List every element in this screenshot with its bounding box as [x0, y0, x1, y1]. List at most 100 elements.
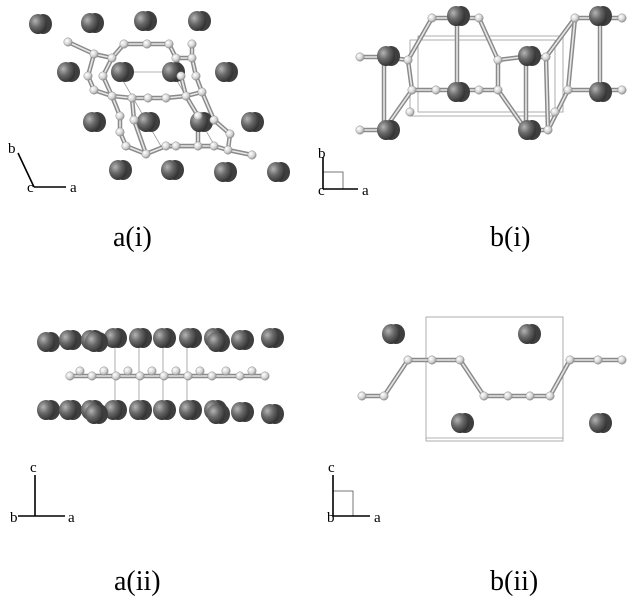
axis-label-a: a	[362, 183, 369, 199]
heavy-atom	[518, 120, 536, 140]
light-atom	[427, 355, 437, 365]
unit-cell-b-ii	[425, 316, 564, 442]
panel-a-i: b c a a(i)	[8, 11, 290, 253]
axis-label-b: b	[327, 510, 335, 526]
light-atom	[121, 141, 131, 151]
axis-label-b: b	[8, 141, 16, 157]
light-atom	[171, 141, 181, 151]
light-atom	[123, 366, 133, 376]
bond-highlight	[549, 359, 571, 397]
light-atom	[541, 52, 551, 62]
heavy-atom	[137, 112, 155, 132]
axis-label-c: c	[328, 460, 335, 476]
heavy-atom	[37, 332, 55, 352]
light-atom	[493, 85, 503, 95]
light-atom	[197, 87, 207, 97]
light-atom	[247, 366, 257, 376]
light-atom	[89, 85, 99, 95]
caption-a-i: a(i)	[113, 222, 152, 253]
heavy-atoms-a-ii	[37, 328, 284, 424]
light-atom	[183, 371, 193, 381]
bond-highlight	[201, 91, 215, 121]
light-atom	[209, 141, 219, 151]
heavy-atom	[153, 328, 171, 348]
axis-label-a: a	[68, 510, 75, 526]
heavy-atom	[161, 160, 179, 180]
light-atom	[159, 371, 169, 381]
heavy-atom	[377, 120, 395, 140]
axis-label-c: c	[27, 180, 34, 196]
bond-highlight	[545, 17, 576, 58]
light-atom	[142, 39, 152, 49]
panel-b-i: b c a b(i)	[318, 6, 627, 253]
axis-label-b: b	[10, 510, 18, 526]
heavy-atom	[111, 62, 129, 82]
light-atom	[617, 355, 627, 365]
heavy-atom	[81, 13, 99, 33]
light-atom	[563, 85, 573, 95]
light-atom	[147, 366, 157, 376]
light-atom	[171, 53, 181, 63]
bonds-b-i	[357, 15, 625, 133]
heavy-atom	[214, 162, 232, 182]
light-atom	[474, 85, 484, 95]
heavy-atom	[104, 328, 122, 348]
bond-highlight	[383, 359, 409, 397]
bond-highlight	[545, 56, 549, 131]
light-atom	[593, 355, 603, 365]
light-atom	[455, 355, 465, 365]
light-atom	[570, 13, 580, 23]
light-atom	[479, 391, 489, 401]
light-atom	[247, 150, 257, 160]
light-atom	[129, 115, 139, 125]
light-atom	[83, 71, 93, 81]
light-atom	[193, 141, 203, 151]
light-atom	[355, 52, 365, 62]
heavy-atom	[447, 82, 465, 102]
light-atom	[107, 91, 117, 101]
light-atom	[525, 391, 535, 401]
heavy-atom	[129, 400, 147, 420]
heavy-atom	[451, 413, 469, 433]
caption-b-i: b(i)	[490, 222, 530, 253]
heavy-atom	[261, 328, 279, 348]
heavy-atom	[267, 162, 285, 182]
bond-highlight	[567, 17, 576, 91]
light-atom	[89, 49, 99, 59]
axis-label-c: c	[30, 460, 37, 476]
caption-b-ii: b(ii)	[490, 566, 538, 597]
heavy-atom	[153, 400, 171, 420]
heavy-atom	[29, 14, 47, 34]
light-atom	[127, 93, 137, 103]
unit-cell-b-i	[409, 35, 564, 117]
heavy-atom	[518, 324, 536, 344]
axis-label-b: b	[318, 146, 326, 162]
light-atom	[187, 53, 197, 63]
light-atom	[474, 13, 484, 23]
light-atoms-b-i	[355, 13, 627, 135]
panel-b-ii: c b a b(ii)	[327, 316, 627, 597]
heavy-atom	[104, 400, 122, 420]
light-atom	[107, 53, 117, 63]
light-atom	[187, 39, 197, 49]
light-atom	[98, 71, 108, 81]
axis-label-a: a	[70, 180, 77, 196]
light-atom	[403, 355, 413, 365]
light-atom	[545, 391, 555, 401]
heavy-atom	[57, 62, 75, 82]
heavy-atom	[83, 112, 101, 132]
axis-label-a: a	[374, 510, 381, 526]
light-atom	[111, 371, 121, 381]
light-atom	[176, 71, 186, 81]
light-atom	[99, 366, 109, 376]
light-atom	[260, 371, 270, 381]
heavy-atom	[377, 46, 395, 66]
bond-highlight	[478, 17, 499, 61]
heavy-atom	[85, 404, 103, 424]
light-atom	[503, 391, 513, 401]
heavy-atoms-a-i	[29, 11, 290, 182]
heavy-atom	[37, 400, 55, 420]
light-atom	[115, 111, 125, 121]
light-atom	[223, 145, 233, 155]
